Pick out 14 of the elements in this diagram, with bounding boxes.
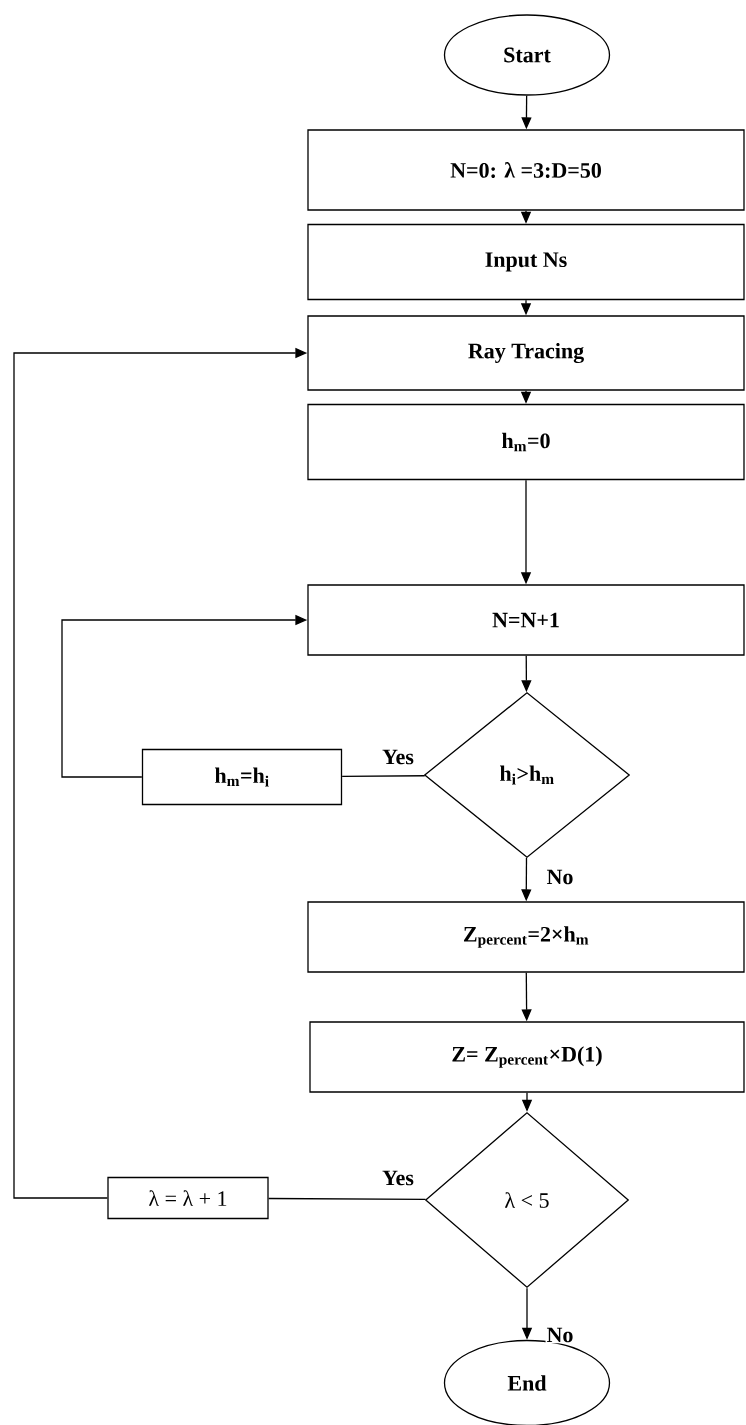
process-box: Z= Z$_{percent}$×D(1): [309, 1021, 745, 1093]
process-box: λ = λ + 1: [107, 1176, 269, 1220]
process-box: h$_{m}$=h$_{i}$: [141, 748, 343, 806]
edge-label: No: [545, 1326, 575, 1344]
edge-label: Yes: [381, 1169, 415, 1187]
process-box: h$_{m}$=0: [307, 403, 745, 481]
process-box: Z$_{percent}$=2×h$_{m}$: [307, 901, 745, 973]
edge-label: Yes: [381, 748, 415, 766]
process-box: N=0: λ =3:D=50: [307, 129, 745, 211]
process-box: Ray Tracing: [307, 315, 745, 391]
edge-label: No: [545, 868, 575, 886]
terminal-oval: Start: [443, 14, 611, 96]
process-box: Input Ns: [307, 223, 745, 301]
process-box: N=N+1: [307, 584, 745, 656]
